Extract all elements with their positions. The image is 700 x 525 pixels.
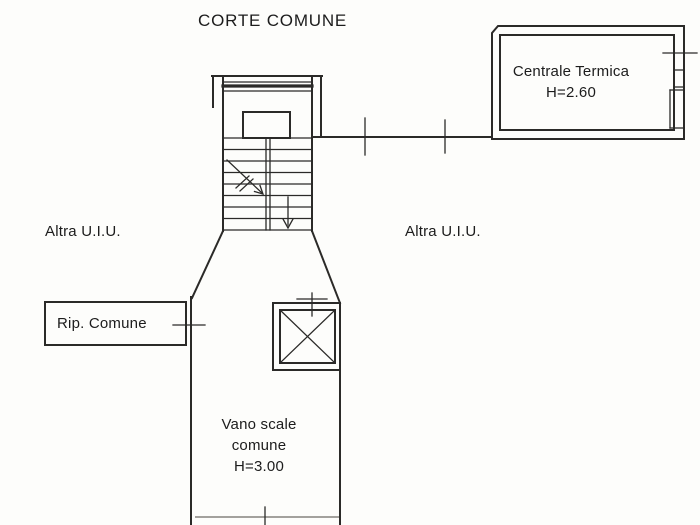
boiler-room-outer-wall [491, 25, 685, 140]
elevator-inner-wall [279, 309, 336, 364]
elevator-shaft [272, 292, 341, 371]
stair-tower [211, 75, 323, 232]
stair-flare-walls [190, 229, 342, 305]
stairwell-label-line3: H=3.00 [234, 458, 284, 475]
other-unit-right-label: Altra U.I.U. [405, 223, 481, 240]
other-unit-left-label: Altra U.I.U. [45, 223, 121, 240]
stair-cut-arrowhead [253, 184, 265, 195]
boiler-room-height: H=2.60 [546, 84, 596, 101]
boiler-room-label: Centrale Termica H=2.60 [492, 61, 650, 103]
stairwell-label: Vano scale comune H=3.00 [191, 414, 327, 477]
stair-landing [242, 111, 291, 139]
stair-down-arrowhead [282, 218, 294, 230]
stair-cut-arrow-line [226, 159, 263, 194]
elevator-outer-wall [272, 302, 341, 371]
stairwell-shaft [190, 296, 341, 525]
stair-cut-break-tick [235, 175, 250, 189]
storage-room [44, 301, 206, 346]
courtyard-label: CORTE COMUNE [198, 11, 348, 30]
corridor-link [311, 117, 493, 156]
stair-cut-break-tick [239, 178, 254, 192]
boiler-room [491, 25, 698, 140]
flare-wall-right [310, 229, 342, 305]
stairwell-label-line2: comune [231, 437, 287, 454]
flare-wall-left [190, 229, 225, 300]
boiler-room-inner-wall [499, 34, 675, 131]
stair-direction-arrows [226, 159, 294, 230]
elevator-cross-diagonal [279, 309, 336, 364]
boiler-room-name: Centrale Termica [512, 63, 630, 80]
storage-room-label: Rip. Comune [57, 315, 147, 332]
storage-room-wall [44, 301, 187, 346]
stairwell-label-line1: Vano scale [221, 416, 297, 433]
